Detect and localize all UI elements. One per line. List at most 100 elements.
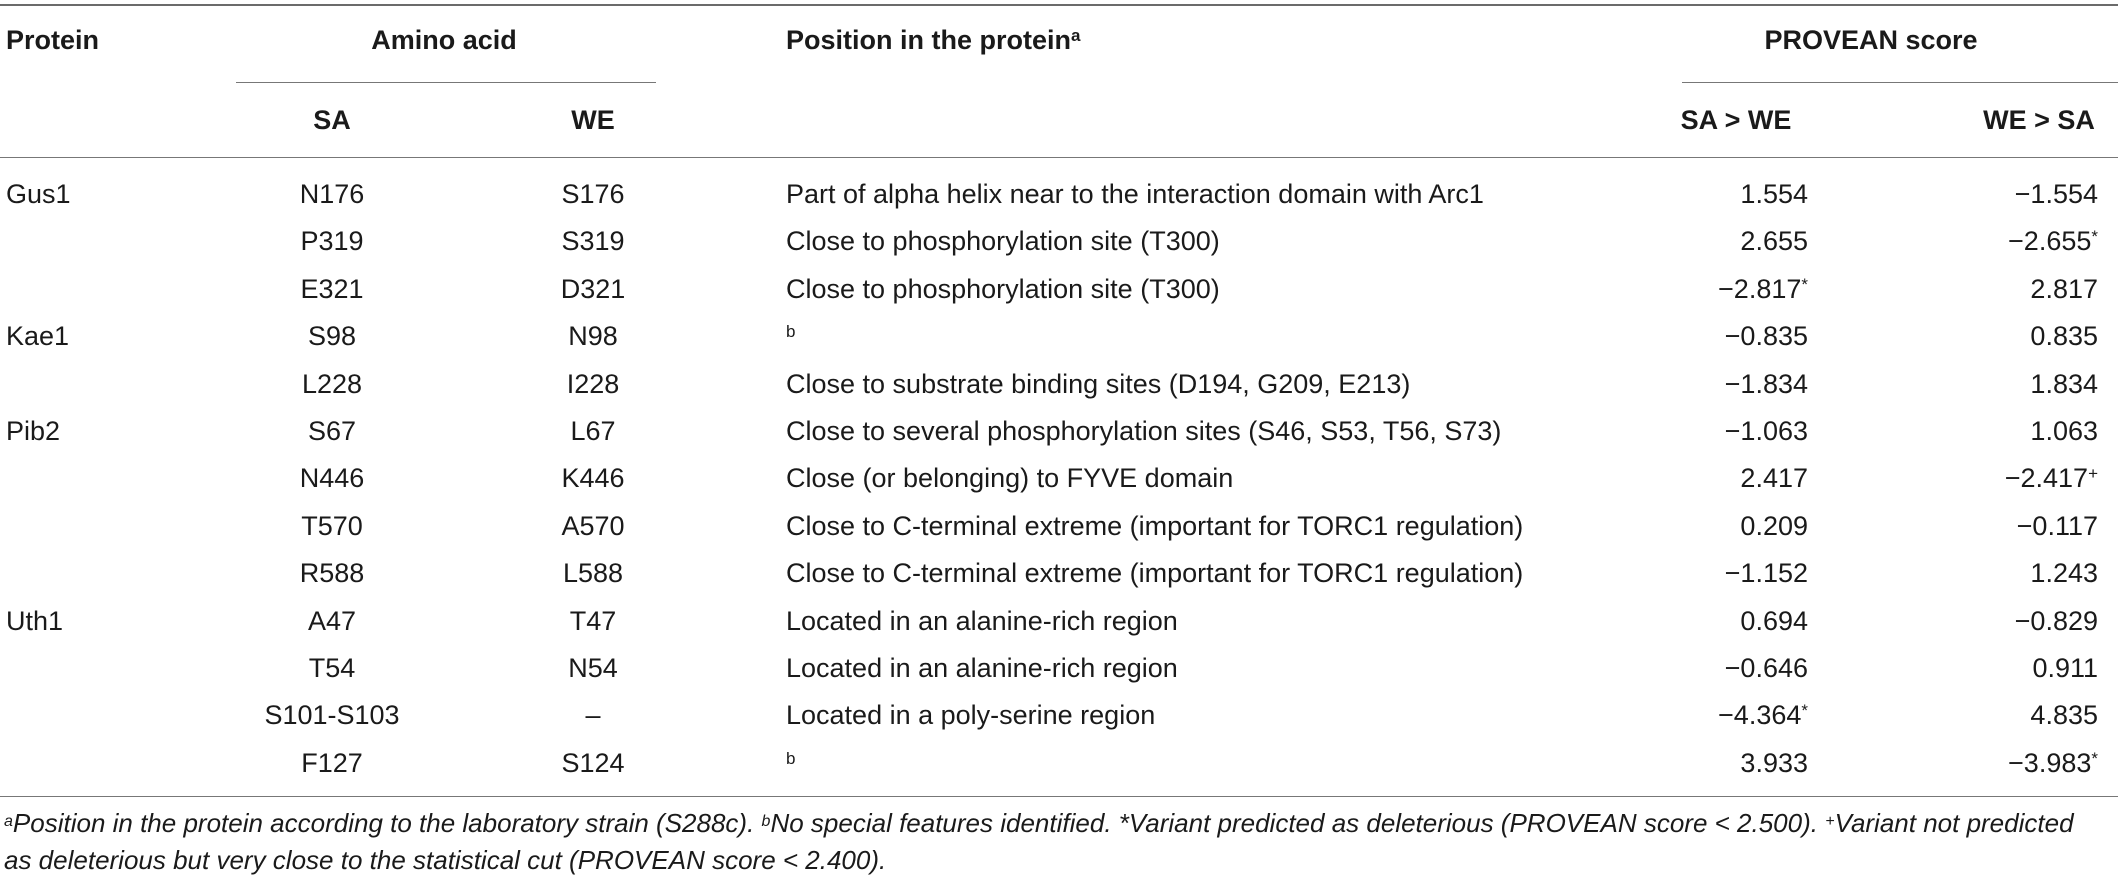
cell-sa: S101-S103 [264, 699, 399, 731]
provean-subrule [1682, 82, 2118, 83]
cell-value: L588 [562, 558, 624, 588]
cell-sa: F127 [301, 747, 363, 779]
cell-value: Close to several phosphorylation sites (… [786, 416, 1502, 446]
cell-value: Uth1 [6, 606, 64, 636]
cell-position: Located in an alanine-rich region [786, 652, 1178, 684]
cell-value: 1.834 [2030, 369, 2098, 399]
cell-we-sa: −3.983* [2008, 747, 2098, 779]
cell-position: Close to phosphorylation site (T300) [786, 225, 1220, 257]
cell-sa: N446 [300, 462, 365, 494]
cell-position: Located in a poly-serine region [786, 699, 1155, 731]
header-provean: PROVEAN score [1764, 25, 1978, 55]
cell-sa-we: −4.364* [1718, 699, 1808, 731]
cell-value: N54 [568, 653, 618, 683]
cell-value: D321 [560, 274, 626, 304]
cell-sa: L228 [302, 368, 362, 400]
cell-value: Kae1 [6, 321, 70, 351]
cell-we: L588 [563, 557, 623, 589]
cell-we: D321 [561, 273, 626, 305]
header-we: WE [571, 105, 615, 135]
cell-value: P319 [300, 226, 364, 256]
footnote-star-text: *Variant predicted as deleterious (PROVE… [1118, 808, 1826, 838]
cell-value: Part of alpha helix near to the interact… [786, 179, 1484, 209]
cell-position: Close to substrate binding sites (D194, … [786, 368, 1410, 400]
cell-value: S98 [307, 321, 357, 351]
cell-value: L228 [301, 369, 363, 399]
cell-sa: A47 [308, 605, 356, 637]
cell-protein: Pib2 [6, 415, 60, 447]
cell-value: T47 [569, 606, 617, 636]
cell-we-sa: −2.417+ [2005, 462, 2098, 494]
cell-sa: T570 [301, 510, 363, 542]
cell-value: −2.817 [1718, 274, 1802, 304]
cell-sa-we: −1.152 [1725, 557, 1808, 589]
header-amino-acid: Amino acid [371, 25, 517, 55]
cell-we: I228 [567, 368, 620, 400]
cell-value: Located in an alanine-rich region [786, 606, 1178, 636]
cell-value: T570 [301, 511, 363, 541]
cell-value: Located in an alanine-rich region [786, 653, 1178, 683]
cell-we-sa: 0.911 [2032, 652, 2098, 684]
cell-value: −0.646 [1724, 653, 1808, 683]
cell-value: Close to phosphorylation site (T300) [786, 226, 1220, 256]
table-bottom-rule [0, 796, 2118, 797]
cell-sa: N176 [300, 178, 365, 210]
header-position-sup: a [1071, 26, 1081, 45]
cell-value: 3.933 [1740, 748, 1808, 778]
cell-we: N98 [568, 320, 618, 352]
cell-value: 0.209 [1740, 511, 1808, 541]
cell-value: −0.829 [2014, 606, 2098, 636]
footnote-b-mark: b [761, 813, 771, 830]
cell-we: K446 [561, 462, 624, 494]
cell-value: 0.694 [1740, 606, 1808, 636]
cell-position: Close to C-terminal extreme (important f… [786, 557, 1523, 589]
cell-value: Close to substrate binding sites (D194, … [786, 369, 1411, 399]
cell-value: −0.835 [1724, 321, 1808, 351]
cell-value: 4.835 [2030, 700, 2098, 730]
cell-value: S67 [307, 416, 357, 446]
cell-position: Close to several phosphorylation sites (… [786, 415, 1501, 447]
cell-we: S176 [561, 178, 624, 210]
cell-value: N176 [299, 179, 365, 209]
header-protein: Protein [6, 25, 100, 55]
cell-we-sa: 4.835 [2030, 699, 2098, 731]
header-sa-we: SA > WE [1680, 105, 1792, 135]
cell-sa-we: 3.933 [1740, 747, 1808, 779]
cell-value: S176 [561, 179, 625, 209]
cell-we-sa: 0.835 [2030, 320, 2098, 352]
cell-value: −1.152 [1724, 558, 1808, 588]
cell-we-sa: 1.063 [2030, 415, 2098, 447]
header-bottom-rule [0, 157, 2118, 158]
cell-value: Gus1 [6, 179, 71, 209]
cell-value: Close to phosphorylation site (T300) [786, 274, 1220, 304]
cell-we-sa: −0.117 [2017, 510, 2098, 542]
cell-value: E321 [300, 274, 364, 304]
cell-protein: Gus1 [6, 178, 71, 210]
cell-value: F127 [301, 748, 363, 778]
cell-we-sa: 1.243 [2030, 557, 2098, 589]
cell-we-sa: 2.817 [2030, 273, 2098, 305]
footnote-a-text: Position in the protein according to the… [12, 808, 762, 838]
cell-protein: Kae1 [6, 320, 69, 352]
cell-sa: P319 [300, 225, 363, 257]
cell-sa-we: −1.834 [1725, 368, 1808, 400]
cell-value: 1.243 [2030, 558, 2098, 588]
cell-mark: * [1801, 701, 1808, 720]
cell-position: Part of alpha helix near to the interact… [786, 178, 1484, 210]
header-position-label: Position in the protein [786, 25, 1071, 55]
cell-value: K446 [561, 463, 625, 493]
cell-value: 2.655 [1740, 226, 1808, 256]
cell-value: N446 [299, 463, 365, 493]
cell-value: L67 [570, 416, 616, 446]
table-top-rule [0, 4, 2118, 6]
cell-position: Close to C-terminal extreme (important f… [786, 510, 1523, 542]
cell-value: Close (or belonging) to FYVE domain [786, 463, 1234, 493]
cell-mark: * [2091, 749, 2098, 768]
cell-position: b [786, 747, 795, 779]
header-we-sa: WE > SA [1983, 105, 2095, 135]
cell-value: −1.554 [2014, 179, 2098, 209]
cell-sa-we: −0.646 [1725, 652, 1808, 684]
cell-value: −0.117 [2016, 511, 2098, 541]
cell-sa: S98 [308, 320, 356, 352]
cell-value: −2.655 [2008, 226, 2092, 256]
